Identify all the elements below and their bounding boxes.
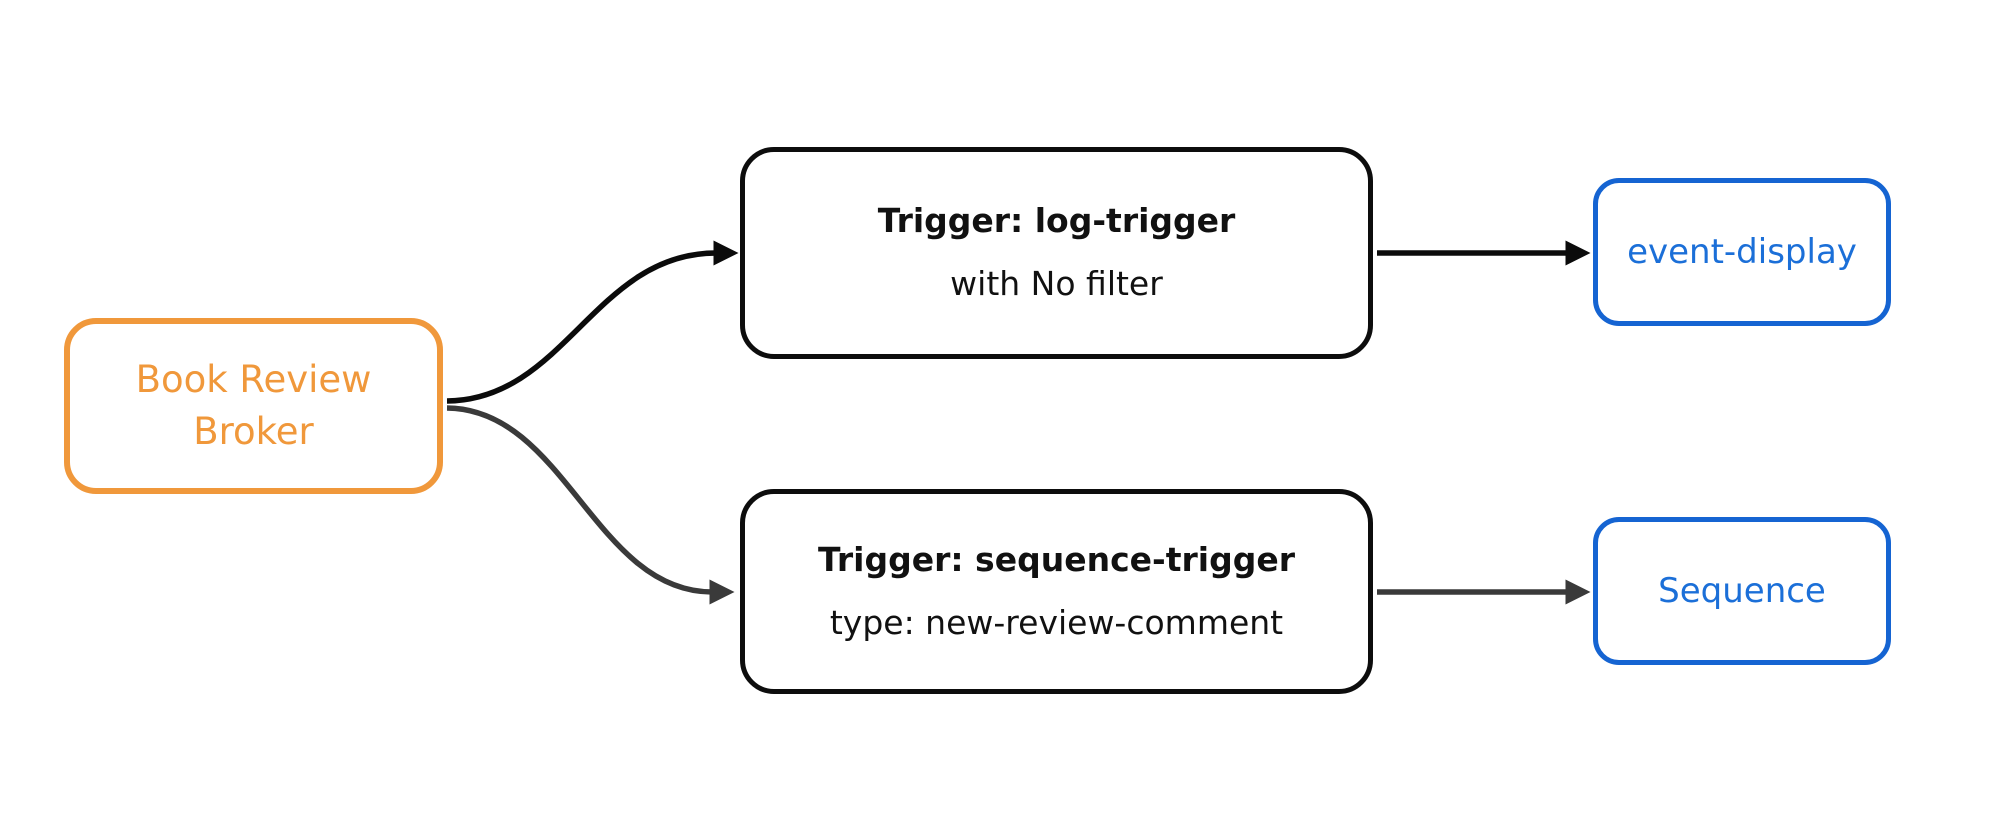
node-title: Trigger: log-trigger <box>877 201 1236 241</box>
edge-broker-to-sequence-trigger <box>446 405 735 605</box>
node-label: Sequence <box>1658 571 1826 611</box>
node-log-trigger: Trigger: log-trigger with No filter <box>740 147 1373 359</box>
node-label: event-display <box>1627 232 1857 272</box>
node-sequence-trigger: Trigger: sequence-trigger type: new-revi… <box>740 489 1373 694</box>
node-subtitle: type: new-review-comment <box>829 602 1284 642</box>
node-subtitle: with No filter <box>950 264 1163 303</box>
node-event-display: event-display <box>1593 178 1891 326</box>
edge-broker-to-log-trigger <box>446 240 739 404</box>
node-sequence: Sequence <box>1593 517 1891 665</box>
node-label: Book Review Broker <box>135 358 372 453</box>
node-title: Trigger: sequence-trigger <box>818 539 1295 579</box>
node-book-review-broker: Book Review Broker <box>64 318 443 494</box>
